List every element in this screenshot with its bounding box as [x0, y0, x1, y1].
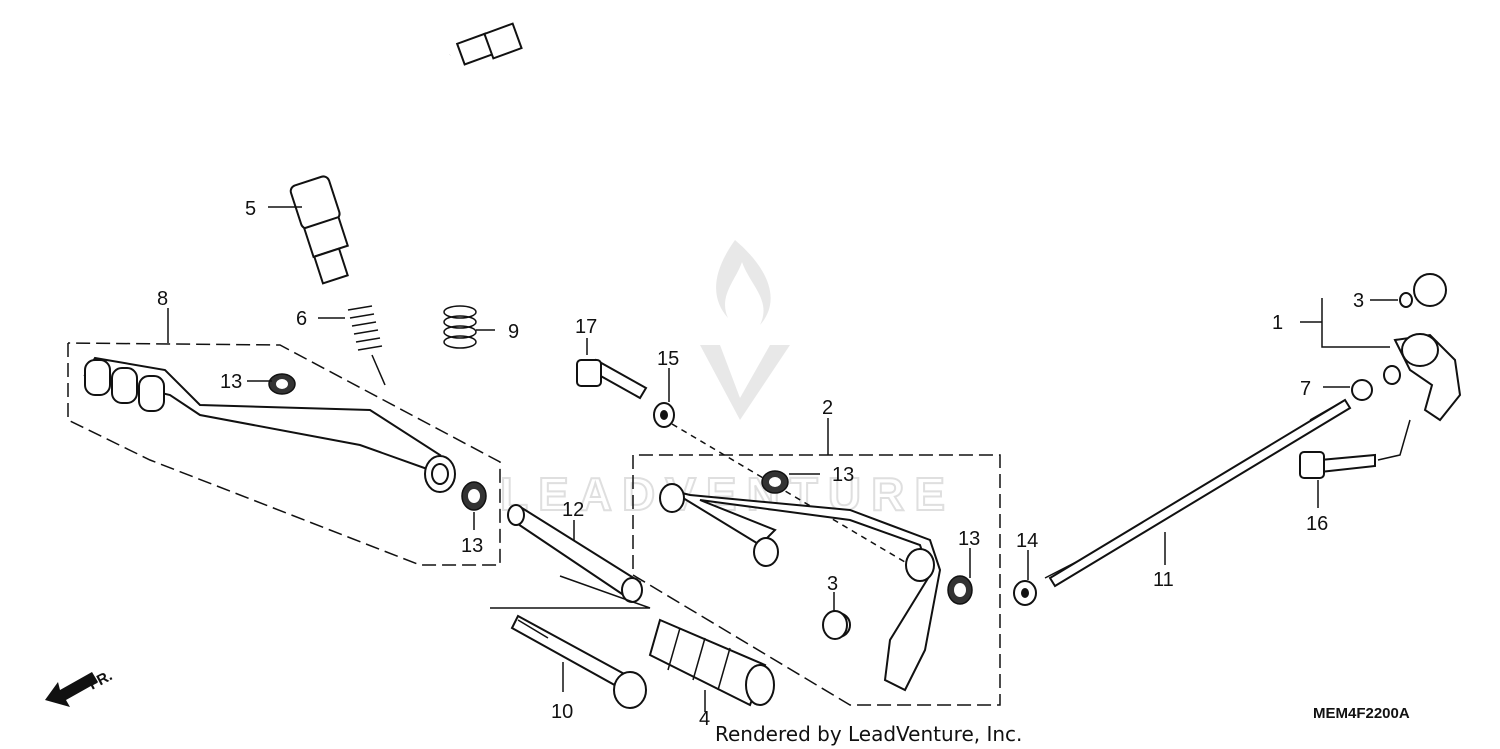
- part-12-pivot-collar: [507, 504, 643, 603]
- front-direction-arrow: FR.: [45, 667, 115, 707]
- render-credit: Rendered by LeadVenture, Inc.: [715, 722, 1022, 746]
- front-indicator-text: FR.: [86, 667, 115, 693]
- callout-16: 16: [1306, 513, 1328, 535]
- part-3-grommet: [822, 610, 848, 640]
- callout-13-bracket-upper: 13: [832, 464, 854, 486]
- callout-labels: 1 2 3 3 4 5 6 7 8 9 10 11 12 13 13 13 13…: [157, 198, 1364, 730]
- part-1-rod-joint: [1300, 273, 1462, 422]
- part-7-lock-nut: [1351, 379, 1373, 401]
- callout-9: 9: [508, 321, 519, 343]
- callout-12: 12: [562, 499, 584, 521]
- diagram-code: MEM4F2200A: [1313, 705, 1410, 722]
- callout-13-bracket-right: 13: [958, 528, 980, 550]
- part-4-peg-rubber: [648, 618, 775, 707]
- callout-14: 14: [1016, 530, 1038, 552]
- part-10-pivot-bolt: [490, 575, 651, 709]
- part-15-washer: [653, 402, 911, 566]
- part-16-bolt: [1299, 419, 1411, 479]
- part-17-flange-bolt: [576, 358, 648, 400]
- callout-13-pedal-lower: 13: [461, 535, 483, 557]
- part-5-switch-harness: [289, 22, 523, 285]
- callout-17: 17: [575, 316, 597, 338]
- callout-7: 7: [1300, 378, 1311, 400]
- part-9-return-spring: [443, 305, 477, 349]
- part-6-spring: [347, 305, 386, 386]
- leadventure-watermark-logo: LEADVENTURE: [499, 240, 946, 521]
- callout-1: 1: [1272, 312, 1283, 334]
- callout-11: 11: [1153, 569, 1174, 591]
- callout-10: 10: [551, 701, 573, 723]
- callout-4: 4: [699, 708, 710, 730]
- callout-3-upper: 3: [1353, 290, 1364, 312]
- leader-lines: [167, 206, 1398, 712]
- part-11-tie-rod: [1044, 398, 1352, 588]
- part-2-step-bracket: [632, 454, 1001, 706]
- callout-6: 6: [296, 308, 307, 330]
- callout-5: 5: [245, 198, 256, 220]
- callout-8: 8: [157, 288, 168, 310]
- part-14-nut: [1013, 580, 1037, 606]
- callout-3-lower: 3: [827, 573, 838, 595]
- callout-15: 15: [657, 348, 679, 370]
- part-8-gearshift-pedal: [67, 342, 501, 566]
- callout-13-pedal-upper: 13: [220, 371, 242, 393]
- callout-2: 2: [822, 397, 833, 419]
